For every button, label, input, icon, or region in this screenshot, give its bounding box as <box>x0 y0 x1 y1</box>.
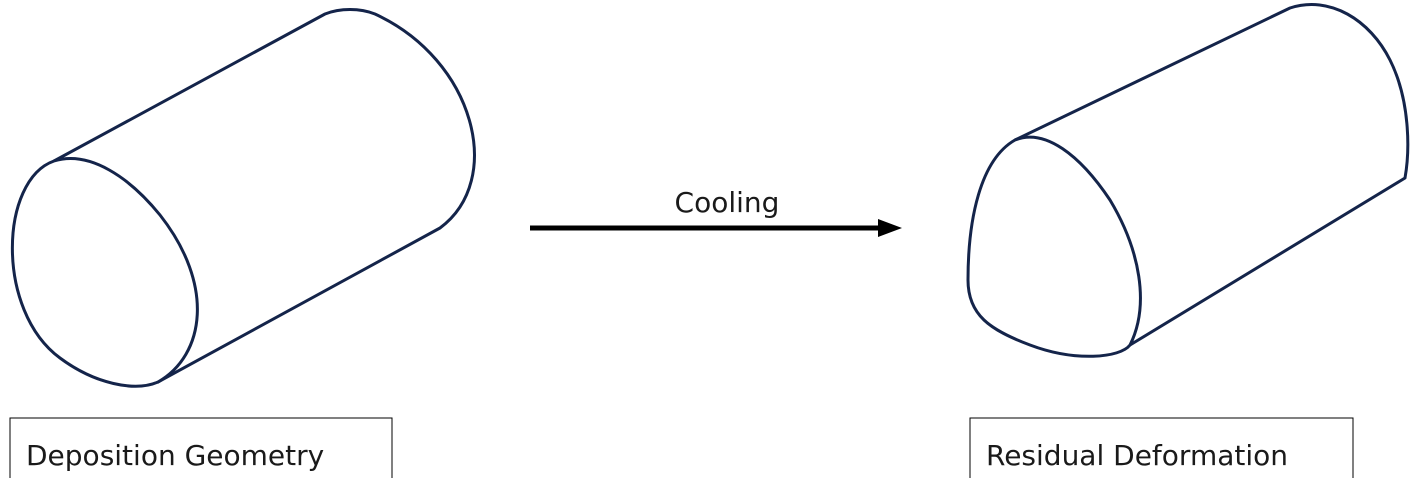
deposition-cylinder-end-face <box>11 157 199 388</box>
cooling-arrow-head <box>878 219 902 237</box>
cooling-label: Cooling <box>675 186 780 219</box>
cooling-arrow: Cooling <box>530 186 902 237</box>
deformed-cylinder-end-face <box>966 135 1142 358</box>
deformation-caption-text: Residual Deformation <box>986 439 1288 472</box>
deformed-cylinder <box>966 3 1410 358</box>
deposition-caption-text: Deposition Geometry <box>26 439 324 472</box>
deformation-caption-box <box>969 417 1354 478</box>
deposition-caption: Deposition Geometry <box>9 417 393 478</box>
deposition-caption-box <box>9 417 393 478</box>
deformation-caption: Residual Deformation <box>969 417 1354 478</box>
deposition-cylinder <box>11 8 476 388</box>
